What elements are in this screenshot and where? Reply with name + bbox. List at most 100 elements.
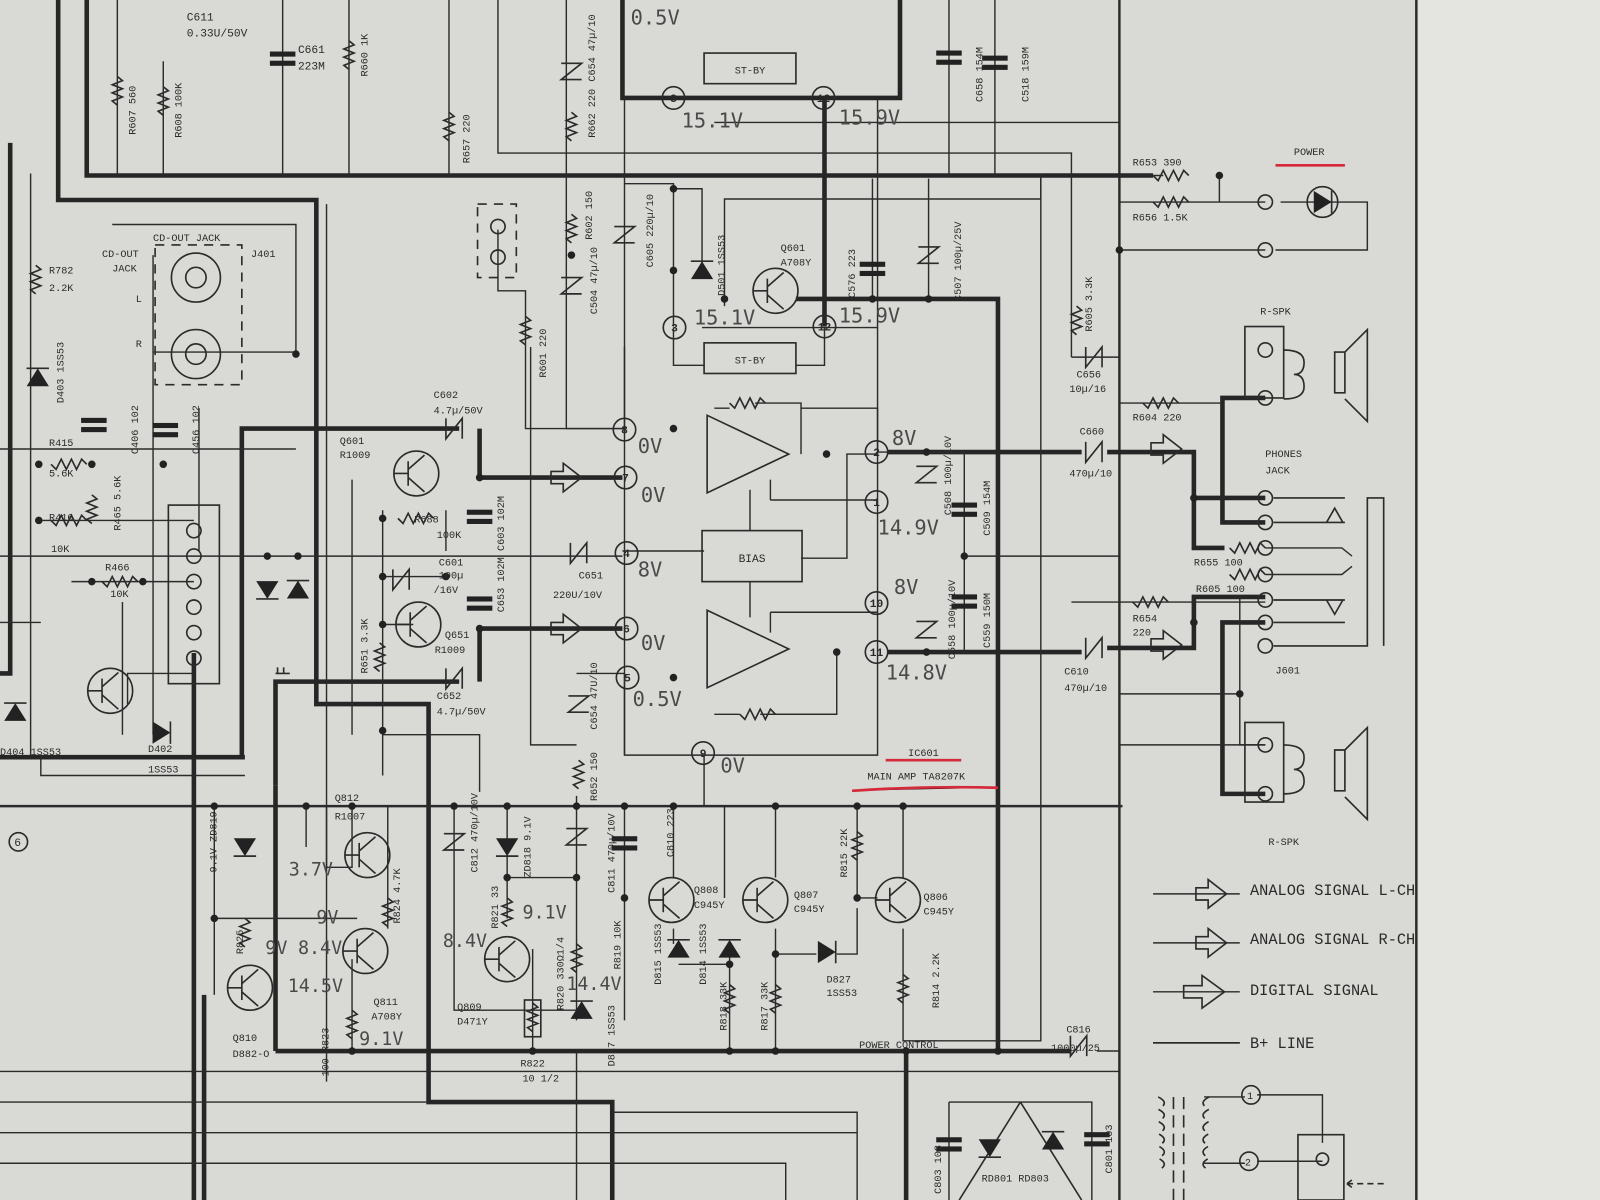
label-ic-bias: BIAS (739, 554, 766, 566)
diode-d817 (570, 1000, 593, 1019)
junction-dot (669, 185, 678, 193)
junction-dot (922, 648, 931, 656)
capacitor-plate (951, 603, 978, 609)
capacitor-plate (466, 518, 493, 524)
label-supply-c803: C803 103 (934, 1145, 945, 1194)
capacitor-plate (936, 50, 962, 56)
resistor-r818 (722, 984, 737, 1014)
diode-d827 (817, 940, 837, 964)
label-ic-r652: R652 150 (590, 752, 601, 801)
resistor-r466 (101, 574, 139, 589)
diode-rd801 (978, 1139, 1002, 1158)
junction-dot (503, 802, 511, 810)
capacitor-plate (81, 427, 107, 433)
label-control-q810-type: D882-O (233, 1050, 270, 1061)
junction-dot (263, 552, 272, 560)
transistor-q811-a708y (342, 927, 389, 975)
cd-out-jack-r (170, 328, 222, 380)
label-output-r654-val: 220 (1133, 629, 1151, 640)
label-cd-out-r: R (136, 340, 142, 351)
opamp-triangle (706, 608, 791, 690)
label-control-q807: Q807 (794, 891, 818, 902)
ic-pin-6 (614, 541, 639, 566)
b-plus-rail-top (84, 0, 1154, 178)
label-output-rspk-top: R-SPK (1260, 307, 1291, 318)
capacitor-plate (269, 60, 296, 66)
junction-dot (924, 295, 933, 303)
label-ic-c654: C654 47U/10 (589, 662, 601, 729)
label-ic-v-pin4: 8V (638, 558, 663, 582)
diode-pair-b (286, 579, 310, 599)
label-top-r608: R608 100K (175, 82, 186, 138)
label-output-c610: C610 (1064, 667, 1088, 678)
transistor-leads (875, 881, 907, 919)
label-left-r466-val: 10K (110, 590, 129, 601)
junction-dot (572, 802, 581, 810)
jack-connector-outline (476, 203, 518, 279)
legend-analog-r-arrow (1195, 926, 1228, 959)
label-power-r656: R656 1.5K (1133, 213, 1189, 224)
l-spk-feed (1220, 620, 1266, 797)
label-legend-analog-l: ANALOG SIGNAL L-CH (1250, 882, 1415, 900)
capacitor-plate (466, 605, 493, 611)
junction-dot (210, 914, 219, 923)
ic-pin-10 (864, 440, 889, 465)
label-control-q811-type: A708Y (371, 1012, 402, 1023)
label-control-r819: R819 10K (613, 920, 624, 970)
resistor-r824 (380, 897, 396, 928)
label-preamp-q651: Q651 (445, 631, 469, 642)
analog-signal-l-arrow (1150, 433, 1183, 465)
label-output-r605a: R605 3.3K (1085, 276, 1096, 332)
label-control-power-control: POWER CONTROL (859, 1041, 938, 1052)
capacitor-plate (1084, 1132, 1110, 1138)
resistor-r604 (1142, 396, 1180, 410)
label-preamp-c603: C603 102M (497, 496, 508, 551)
capacitor-plate (936, 1146, 962, 1152)
resistor-r817 (768, 984, 783, 1014)
label-control-q808: Q808 (694, 886, 718, 897)
capacitor-plate (269, 51, 296, 57)
capacitor-c651 (569, 540, 588, 566)
ic-pin-5 (613, 465, 638, 490)
diode-triangle (667, 939, 690, 958)
ic-pin-number: 7 (622, 474, 629, 486)
label-control-q807-type: C945Y (794, 905, 825, 916)
label-control-r815: R815 22K (840, 828, 851, 878)
label-control-v9a: 9V (265, 938, 287, 959)
label-power-power-label: POWER (1294, 148, 1325, 159)
ic-pin-13 (864, 640, 889, 665)
capacitor-c406 (81, 417, 107, 433)
resistor-r820 (525, 1002, 540, 1033)
diode-triangle (152, 721, 171, 744)
capacitor-c816 (1069, 1033, 1088, 1059)
capacitor-c509 (951, 502, 978, 517)
transformer-terminal-2 (1238, 1151, 1259, 1172)
label-preamp-c652: C652 (437, 692, 461, 703)
label-control-q806-type: C945Y (923, 907, 954, 918)
capacitor-c654-top (558, 62, 584, 81)
diode-triangle (233, 838, 257, 857)
ic-pin-number: 3 (670, 94, 677, 106)
junction-dot (922, 448, 931, 456)
label-standby-c507: C507 100µ/25V (953, 221, 965, 301)
ic-feedback-resistor (729, 396, 766, 410)
label-control-zd819: 9.1V ZD819 (209, 811, 220, 872)
label-preamp-c601-val2: /16V (434, 585, 459, 597)
label-standby-stby: ST-BY (735, 356, 766, 367)
capacitor-plate (982, 55, 1008, 61)
opamp-upper (706, 414, 791, 495)
cd-out-jack-outline (154, 244, 243, 386)
label-top-v-top-159: 15.9V (839, 105, 900, 129)
label-legend-digital: DIGITAL SIGNAL (1250, 982, 1379, 1000)
diode-triangle (978, 1139, 1001, 1158)
r-spk-terminal (1257, 390, 1274, 406)
connector-pin (185, 624, 202, 641)
resistor-r601 (518, 315, 533, 346)
label-preamp-c601: C601 (439, 558, 463, 569)
capacitor-plate (81, 417, 107, 423)
label-standby-c576: C576 223 (848, 249, 859, 298)
label-top-r660: R660 1K (360, 33, 371, 77)
label-ic-name: MAIN AMP TA8207K (867, 773, 966, 784)
label-control-q806: Q806 (923, 893, 947, 904)
